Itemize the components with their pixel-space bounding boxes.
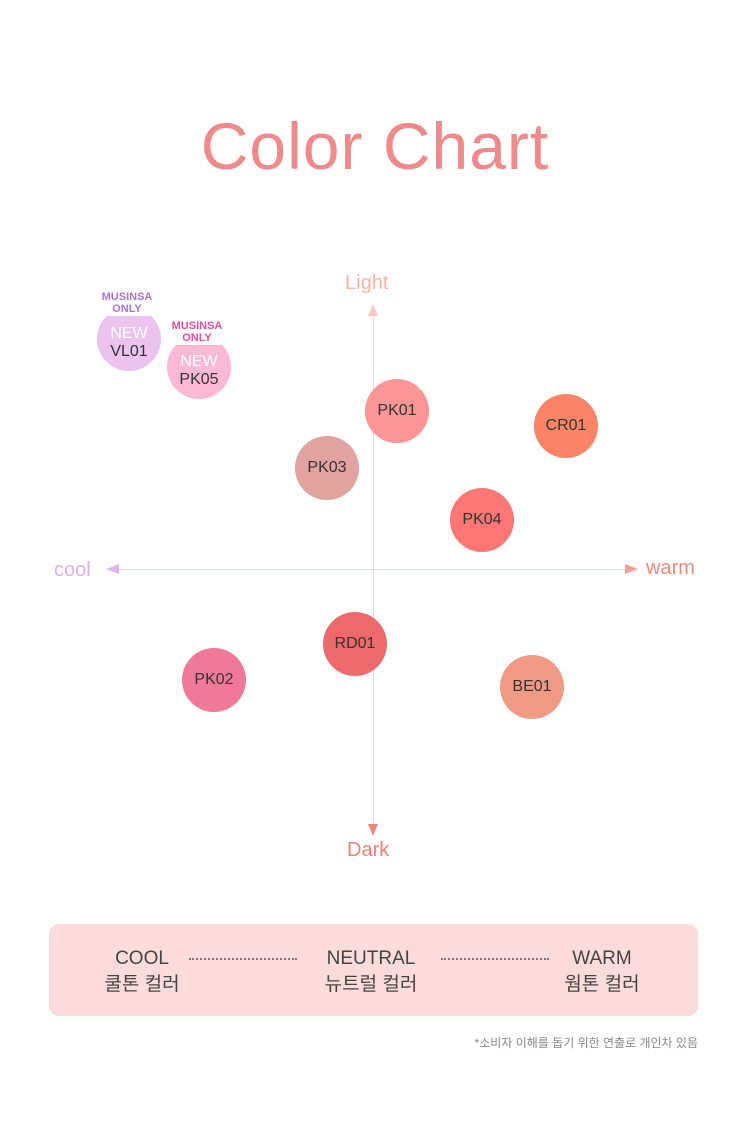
legend-cool: COOL 쿨톤 컬러 — [92, 946, 192, 998]
legend-warm: WARM 웜톤 컬러 — [552, 946, 652, 998]
new-tag: NEW — [180, 353, 218, 370]
swatch-pk01: PK01 — [365, 379, 429, 443]
legend-en: NEUTRAL — [326, 948, 416, 969]
light-dark-axis — [373, 310, 374, 832]
swatch-cr01: CR01 — [534, 394, 598, 458]
tone-legend: COOL 쿨톤 컬러 NEUTRAL 뉴트럴 컬러 WARM 웜톤 컬러 — [49, 924, 698, 1016]
musinsa-only-badge: MUSINSA ONLY — [165, 320, 229, 345]
axis-label-warm: warm — [646, 557, 695, 579]
disclaimer-note: *소비자 이해를 돕기 위한 연출로 개인차 있음 — [474, 1036, 698, 1050]
axis-label-dark: Dark — [347, 839, 390, 861]
cool-warm-axis — [116, 569, 632, 570]
page-title: Color Chart — [200, 109, 550, 183]
new-tag: NEW — [110, 325, 148, 342]
swatch-pk04: PK04 — [450, 488, 514, 552]
swatch-pk03: PK03 — [295, 436, 359, 500]
swatch-code: PK05 — [179, 371, 219, 388]
swatch-code: PK01 — [377, 402, 417, 419]
arrow-left-icon — [106, 564, 119, 574]
swatch-code: CR01 — [545, 417, 587, 434]
dotted-divider — [189, 958, 297, 960]
legend-ko: 쿨톤 컬러 — [104, 974, 180, 995]
swatch-rd01: RD01 — [323, 612, 387, 676]
swatch-pk02: PK02 — [182, 648, 246, 712]
legend-en: WARM — [572, 948, 632, 969]
axis-label-light: Light — [345, 272, 389, 294]
arrow-up-icon — [368, 304, 378, 316]
dotted-divider — [441, 958, 549, 960]
swatch-code: PK04 — [462, 511, 502, 528]
musinsa-only-badge: MUSINSA ONLY — [95, 291, 159, 316]
legend-neutral: NEUTRAL 뉴트럴 컬러 — [311, 946, 431, 998]
arrow-down-icon — [368, 824, 378, 836]
legend-ko: 뉴트럴 컬러 — [324, 974, 418, 995]
swatch-code: VL01 — [110, 343, 148, 360]
swatch-vl01: NEW VL01 — [97, 307, 161, 371]
swatch-pk05: NEW PK05 — [167, 335, 231, 399]
swatch-code: RD01 — [334, 635, 376, 652]
legend-en: COOL — [115, 948, 169, 969]
swatch-code: PK03 — [307, 459, 347, 476]
swatch-code: PK02 — [194, 671, 234, 688]
arrow-right-icon — [625, 564, 638, 574]
swatch-be01: BE01 — [500, 655, 564, 719]
axis-label-cool: cool — [54, 559, 91, 581]
swatch-code: BE01 — [512, 678, 552, 695]
legend-ko: 웜톤 컬러 — [564, 974, 640, 995]
